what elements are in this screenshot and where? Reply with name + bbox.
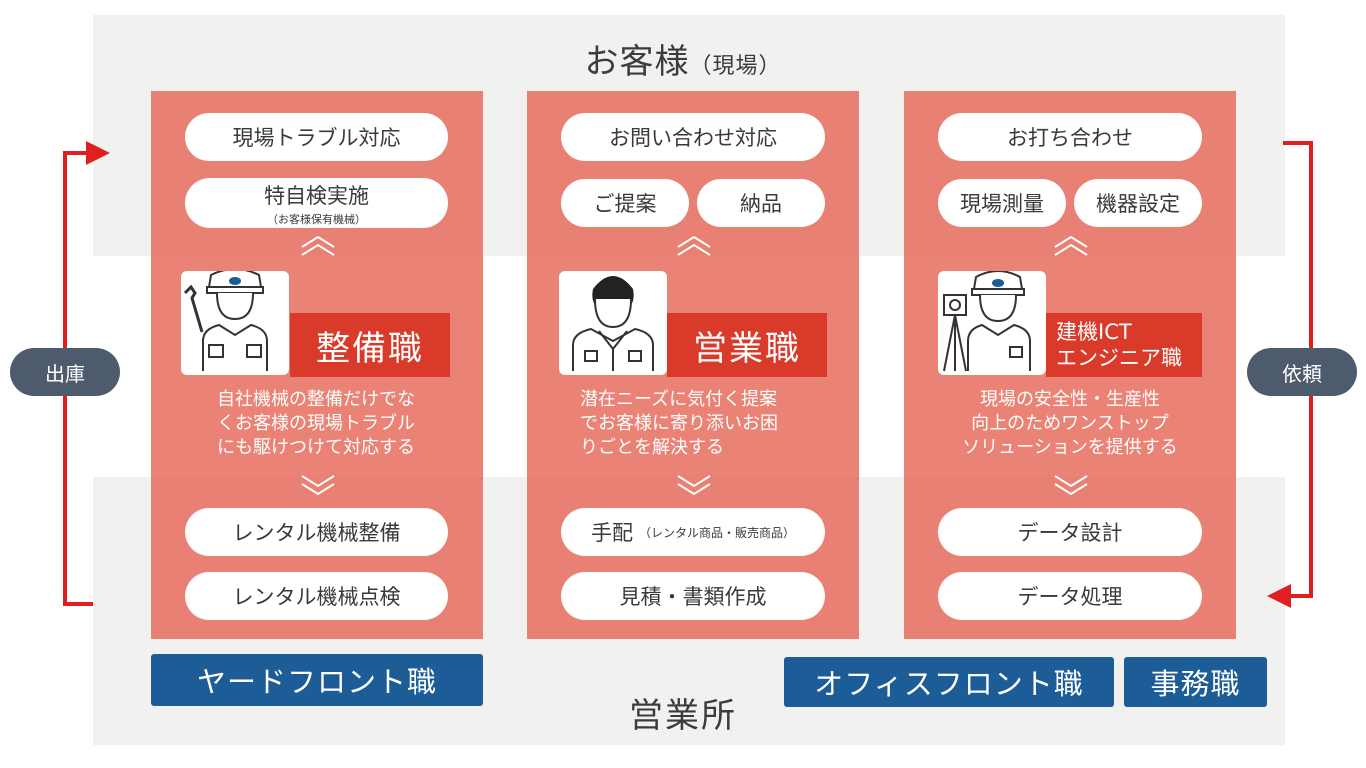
chevron-up-icon — [301, 235, 335, 256]
sales-description: 潜在ニーズに気付く提案でお客様に寄り添いお困りごとを解決する — [580, 389, 778, 458]
top-title: お客様（現場） — [584, 42, 782, 82]
clerical-badge: 事務職 — [1124, 657, 1267, 707]
chevron-up-icon — [1054, 235, 1088, 256]
pill-data-processing: データ処理 — [938, 572, 1202, 620]
pill-inquiry: お問い合わせ対応 — [561, 113, 825, 161]
pill-meeting: お打ち合わせ — [938, 113, 1202, 161]
pill-data-design: データ設計 — [938, 508, 1202, 556]
pill-arrangement: 手配（レンタル商品・販売商品） — [561, 508, 825, 556]
role-maintenance: 整備職 — [290, 313, 450, 377]
yard-front-badge: ヤードフロント職 — [151, 654, 483, 706]
pill-site-trouble: 現場トラブル対応 — [185, 113, 448, 161]
chevron-down-icon — [677, 475, 711, 496]
pill-proposal: ご提案 — [561, 179, 689, 227]
mechanic-with-wrench-icon — [181, 268, 289, 375]
role-sales: 営業職 — [667, 313, 827, 377]
right-arrow-head — [1267, 584, 1291, 608]
pill-inspection: 特自検実施（お客様保有機械） — [185, 178, 448, 228]
chevron-up-icon — [677, 235, 711, 256]
pill-rental-inspection: レンタル機械点検 — [185, 572, 448, 620]
pill-rental-maintenance: レンタル機械整備 — [185, 508, 448, 556]
office-front-badge: オフィスフロント職 — [784, 657, 1114, 707]
bottom-title: 営業所 — [629, 696, 737, 736]
ict-engineer-description: 現場の安全性・生産性向上のためワンストップソリューションを提供する — [962, 389, 1178, 458]
dispatch-label: 出庫 — [10, 348, 120, 396]
pill-device-setup: 機器設定 — [1074, 179, 1202, 227]
pill-delivery: 納品 — [697, 179, 825, 227]
engineer-with-surveying-instrument-icon — [938, 270, 1046, 375]
left-arrow-head — [86, 141, 110, 165]
salesperson-icon — [559, 271, 667, 375]
pill-estimate-documents: 見積・書類作成 — [561, 572, 825, 620]
request-label: 依頼 — [1247, 348, 1357, 396]
chevron-down-icon — [301, 475, 335, 496]
maintenance-description: 自社機械の整備だけでなくお客様の現場トラブルにも駆けつけて対応する — [217, 389, 415, 458]
pill-site-survey: 現場測量 — [938, 179, 1066, 227]
chevron-down-icon — [1054, 475, 1088, 496]
